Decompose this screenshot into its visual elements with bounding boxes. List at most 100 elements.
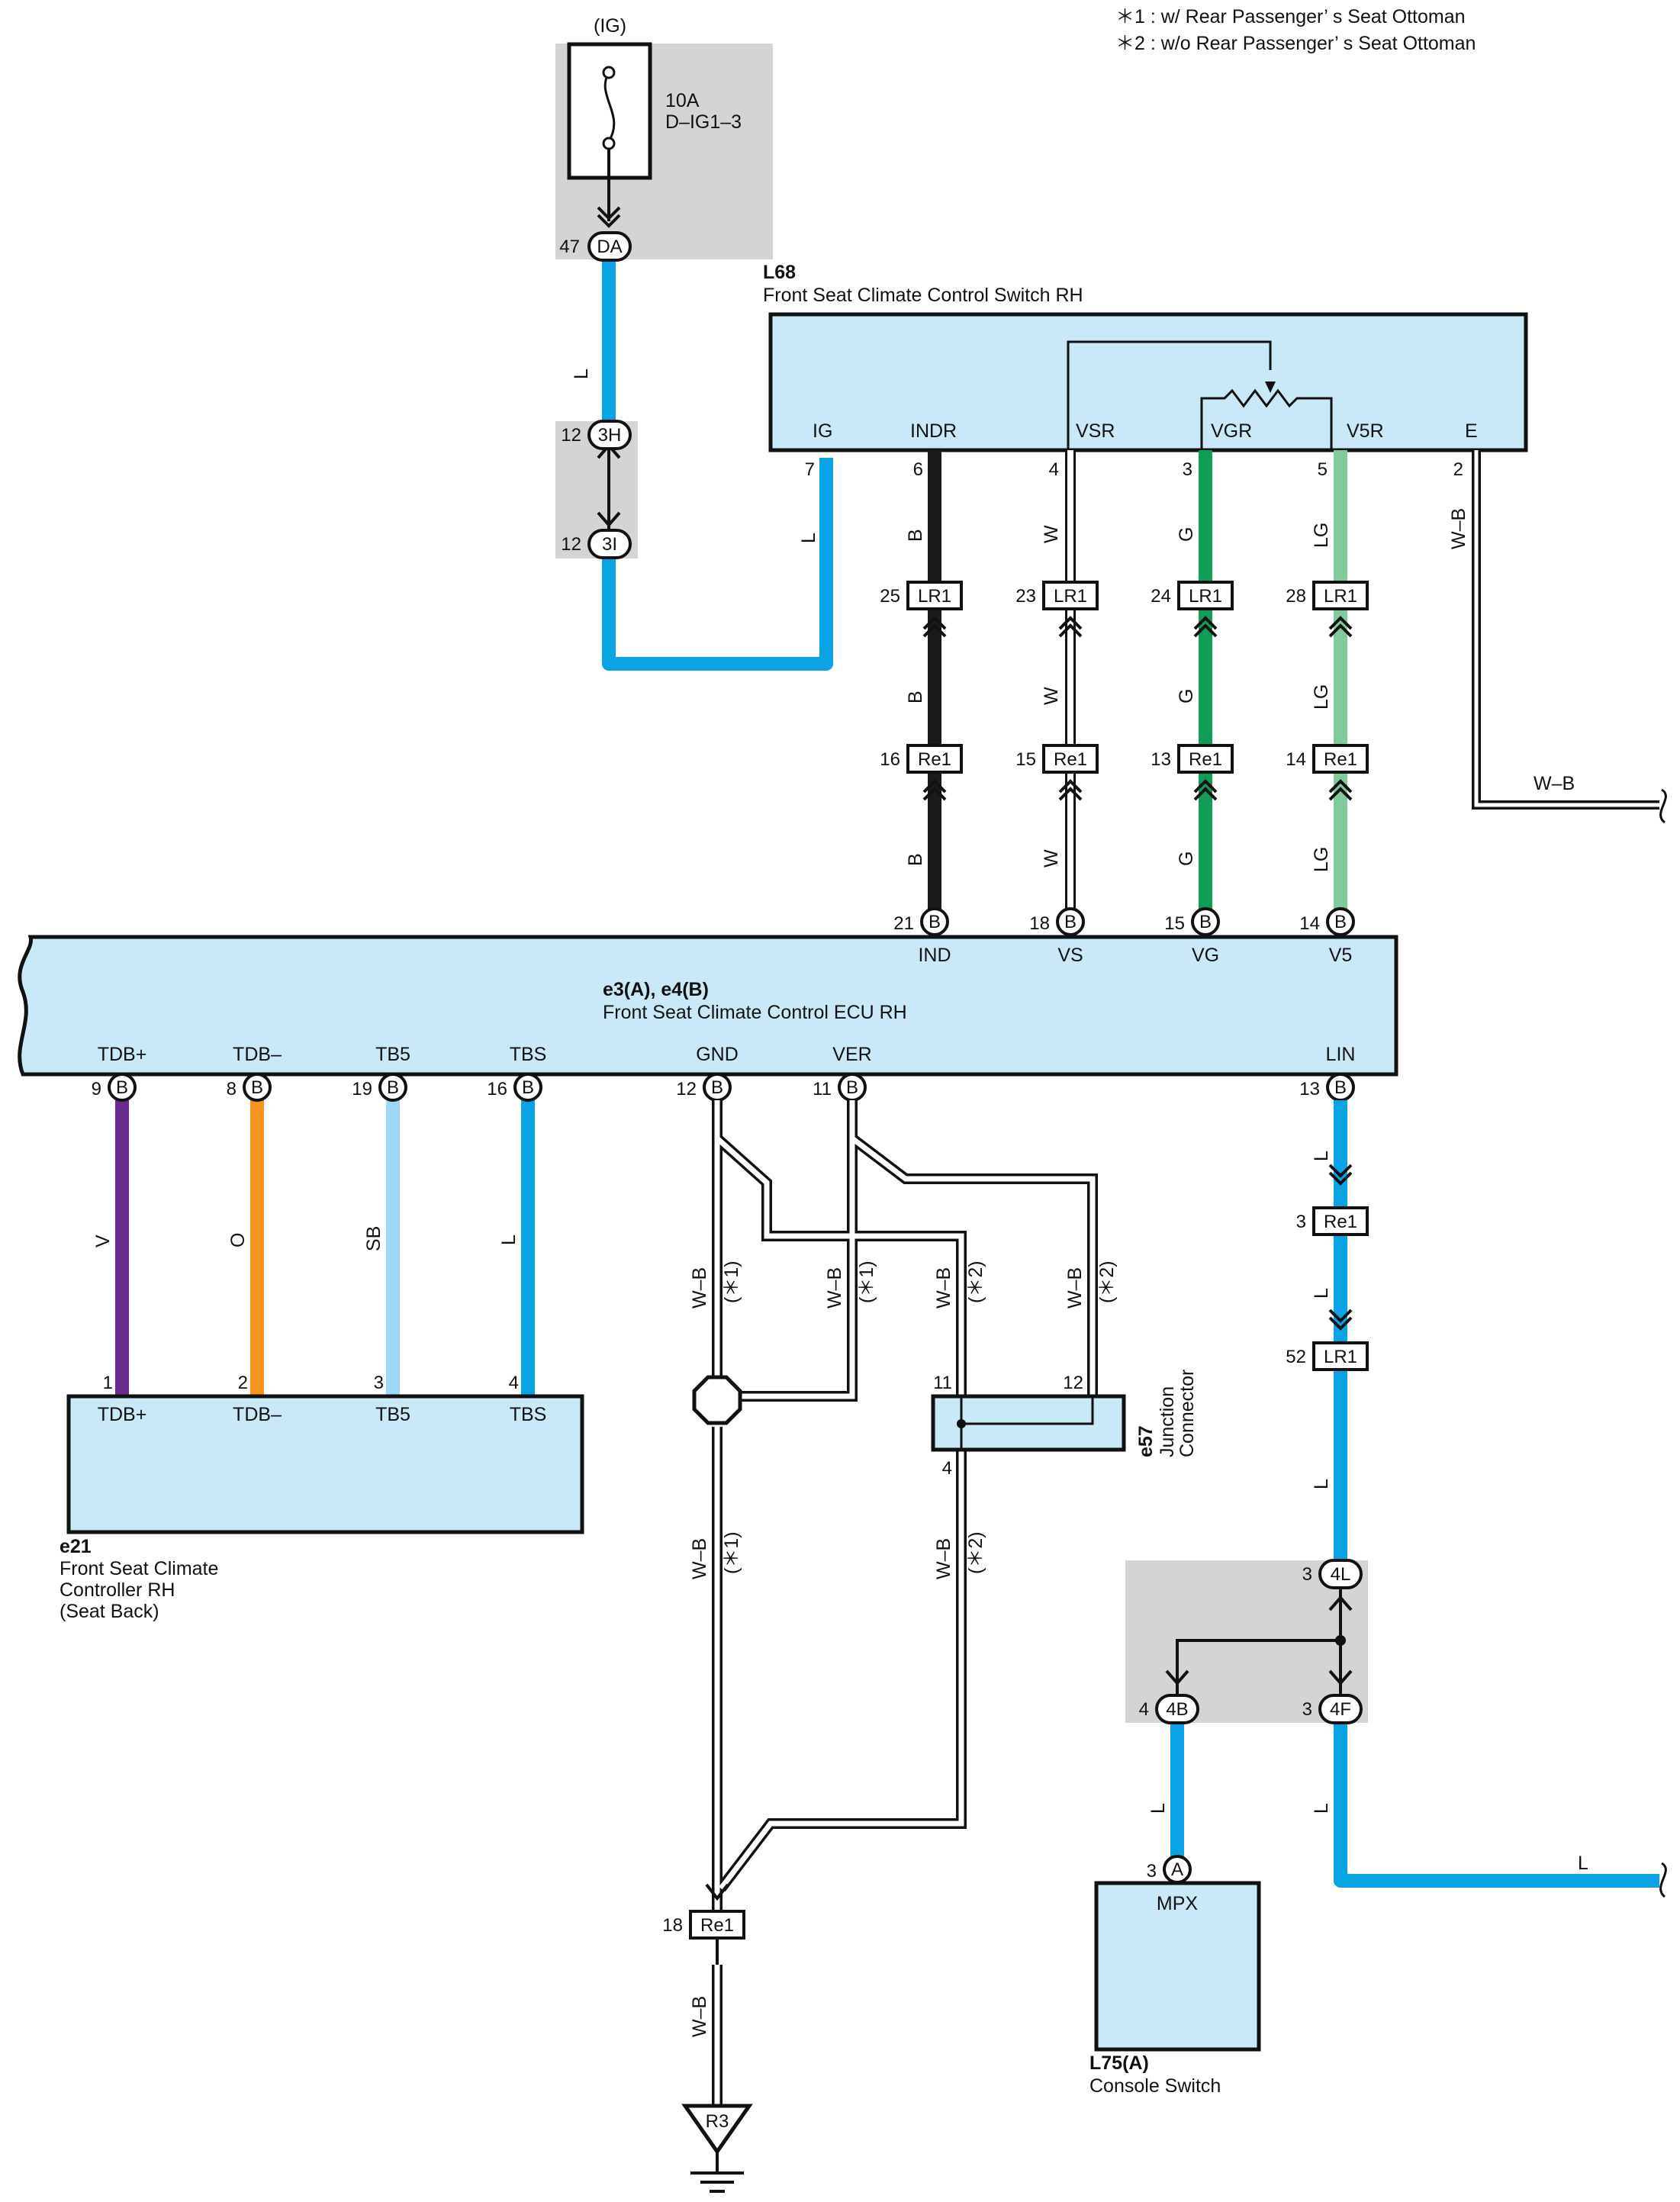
l68-terminal-vgr: VGR [1211,420,1252,442]
e21-terminal-tbs: TBS [510,1404,547,1425]
ecu-terminal-tbs: TBS [510,1044,547,1065]
connector-re1-lin [1312,1206,1369,1236]
lr1-vs-label: LR1 [1054,586,1087,607]
pin-3h: 12 [561,425,581,446]
l68-terminal-indr: INDR [910,420,957,442]
connector-4f [1318,1694,1363,1724]
ig-supply-label: (IG) [594,15,626,37]
l68-terminal-vsr: VSR [1076,420,1115,442]
pin-gnd: 12 [676,1079,697,1099]
wire-l-ig [602,248,833,671]
ecu-terminal-vg: VG [1192,945,1219,966]
connector-4l-label: 4L [1331,1564,1351,1585]
ecu-b-tb5: B [387,1077,399,1098]
e21-terminal-tb5: TB5 [375,1404,410,1425]
connector-3h-label: 3H [598,425,622,446]
wire-color-b-3: B [905,853,926,866]
wire-color-wb-ver-2: W–B [1064,1267,1086,1309]
pin-re1-ground: 18 [662,1915,683,1936]
ecu-b-vs: B [1064,912,1077,932]
pin-e57-11: 11 [933,1373,952,1393]
connector-da [587,231,632,262]
pin-lr1-w: 23 [1015,586,1036,607]
lr1-v5-label: LR1 [1324,586,1357,607]
l68-terminal-ig: IG [813,420,832,442]
ecu-terminal-ind: IND [918,945,951,966]
pin-da: 47 [559,237,580,257]
e21-terminal-tdbp: TDB+ [98,1404,147,1425]
ecu-terminal-tdbm: TDB– [233,1044,282,1065]
wire-color-g-1: G [1176,527,1197,542]
ecu-terminal-tb5: TB5 [375,1044,410,1065]
wire-color-b-2: B [905,691,926,703]
re1-vg-label: Re1 [1189,749,1222,770]
wire-color-l-mpx: L [1147,1803,1169,1814]
pin-lr1-lin: 52 [1286,1347,1306,1367]
wire-color-e-wb-2: W–B [1534,773,1575,794]
l75-console-switch-box [1094,1881,1261,2052]
connector-4f-label: 4F [1330,1699,1351,1720]
pin-3i: 12 [561,534,581,555]
wire-note-ver-1: (＊1) [856,1260,877,1303]
wire-note-main-1: (＊1) [721,1531,742,1574]
l75-name: Console Switch [1089,2075,1221,2097]
ecu-terminal-ver: VER [832,1044,871,1065]
ecu-name: Front Seat Climate Control ECU RH [603,1002,907,1023]
l68-name: Front Seat Climate Control Switch RH [763,285,1083,306]
pin-e21-2: 2 [238,1373,248,1393]
e21-terminal-tdbm: TDB– [233,1404,282,1425]
e57-name-line1: Junction [1157,1386,1178,1457]
wire-color-g-3: G [1176,852,1197,866]
wire-color-l-lin-1: L [1311,1151,1332,1161]
l68-code: L68 [763,262,796,283]
connector-lr1-row [906,581,1369,610]
re1-ground-label: Re1 [700,1915,734,1936]
wire-color-b-1: B [905,529,926,542]
wire-color-l-tbs: L [498,1235,520,1245]
l75-terminal-mpx: MPX [1157,1893,1199,1914]
e57-code: e57 [1135,1425,1157,1457]
wire-color-v: V [92,1235,114,1247]
ecu-b-gnd: B [711,1077,723,1098]
pin-ecu-vs: 18 [1029,913,1050,934]
pin-re1-lin: 3 [1296,1212,1306,1232]
pin-v5r: 5 [1318,459,1328,480]
l68-terminal-v5r: V5R [1347,420,1384,442]
pin-tdbm: 8 [227,1079,237,1099]
ecu-b-tdbp: B [116,1077,128,1098]
ecu-b-tbs: B [522,1077,534,1098]
pin-e21-4: 4 [509,1373,519,1393]
connector-re1-row [906,744,1369,774]
lr1-vg-label: LR1 [1189,586,1222,607]
pin-tbs: 16 [487,1079,507,1099]
wire-color-l-lin-3: L [1311,1479,1332,1489]
fuse-icon [603,72,616,142]
ecu-bottom-connectors [108,1073,1355,1102]
pin-lr1-b: 25 [880,586,900,607]
wire-color-l-lin-2: L [1311,1288,1332,1299]
pin-ver: 11 [813,1079,832,1099]
e21-name-line2: Controller RH [60,1579,175,1601]
ecu-box [18,935,1398,1077]
re1-lin-label: Re1 [1324,1212,1357,1232]
wire-color-lg-2: LG [1311,684,1332,710]
pin-vgr: 3 [1183,459,1192,480]
fuse-name: D–IG1–3 [665,111,742,133]
pin-a-mpx: 3 [1147,1861,1157,1882]
l68-terminal-e: E [1465,420,1478,442]
pin-lr1-g: 24 [1151,586,1171,607]
pin-ecu-vg: 15 [1164,913,1185,934]
ecu-b-ver: B [846,1077,858,1098]
wire-color-l-out: L [1578,1853,1588,1874]
e21-name-line1: Front Seat Climate [60,1558,218,1579]
wire-note-e57-2: (＊2) [965,1531,986,1574]
ecu-top-connectors [920,907,1355,936]
e21-name-line3: (Seat Back) [60,1601,159,1622]
wire-color-wb-ver: W–B [824,1267,845,1309]
wire-color-wb-ground: W–B [689,1996,710,2037]
ecu-code: e3(A), e4(B) [603,979,709,1000]
connector-3h [587,420,632,450]
ecu-b-ind: B [929,912,941,932]
ecu-terminal-tdbp: TDB+ [98,1044,147,1065]
